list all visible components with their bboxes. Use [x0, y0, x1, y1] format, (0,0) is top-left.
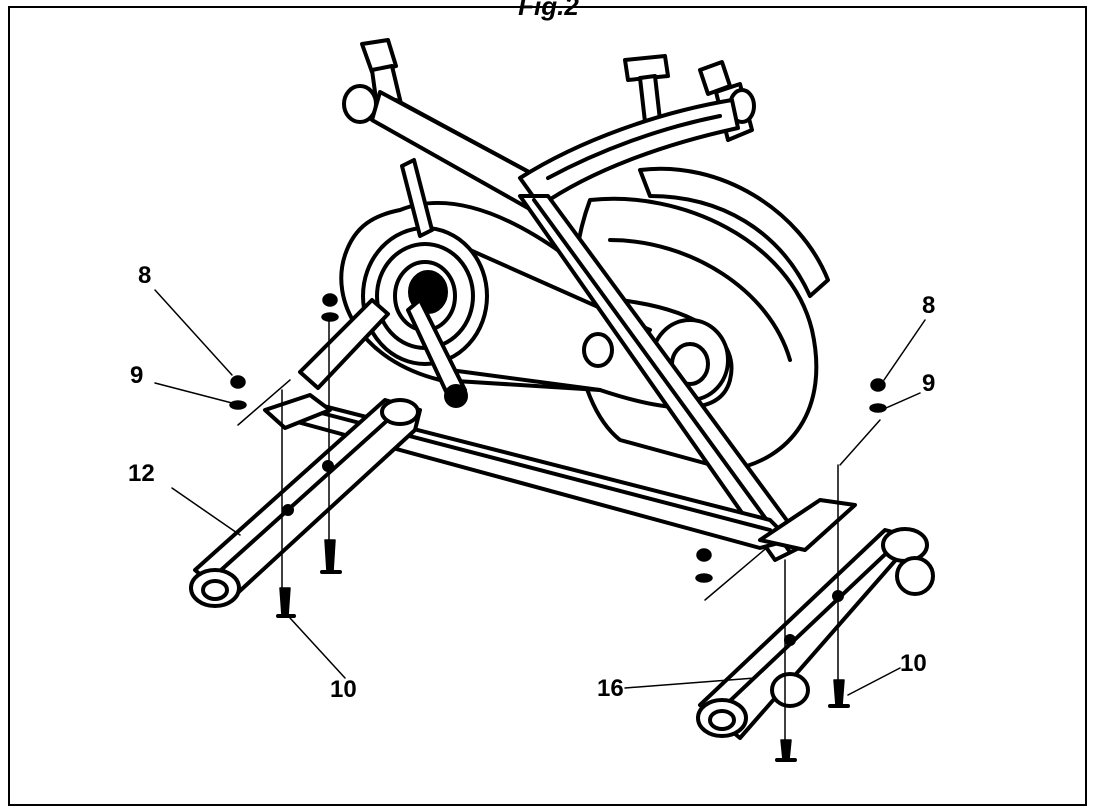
callout-right-16: 16	[597, 675, 624, 702]
crank-arm	[400, 158, 468, 408]
figure-title: Fig.2	[518, 0, 579, 21]
callout-left-12: 12	[128, 460, 155, 487]
seat-post-assembly	[518, 54, 756, 208]
callout-left-8: 8	[138, 262, 152, 289]
hardware-left	[229, 293, 342, 618]
front-stabilizer	[189, 398, 422, 608]
callout-right-9: 9	[922, 370, 936, 397]
callout-right-10: 10	[900, 650, 927, 677]
callout-left-9: 9	[130, 362, 144, 389]
rear-bracket	[704, 498, 857, 601]
callout-leaders	[154, 289, 926, 696]
handlebar-assembly	[342, 38, 557, 214]
callout-right-8: 8	[922, 292, 936, 319]
rear-stabilizer	[696, 527, 935, 740]
hardware-right	[695, 378, 887, 762]
callout-left-10: 10	[330, 676, 357, 703]
